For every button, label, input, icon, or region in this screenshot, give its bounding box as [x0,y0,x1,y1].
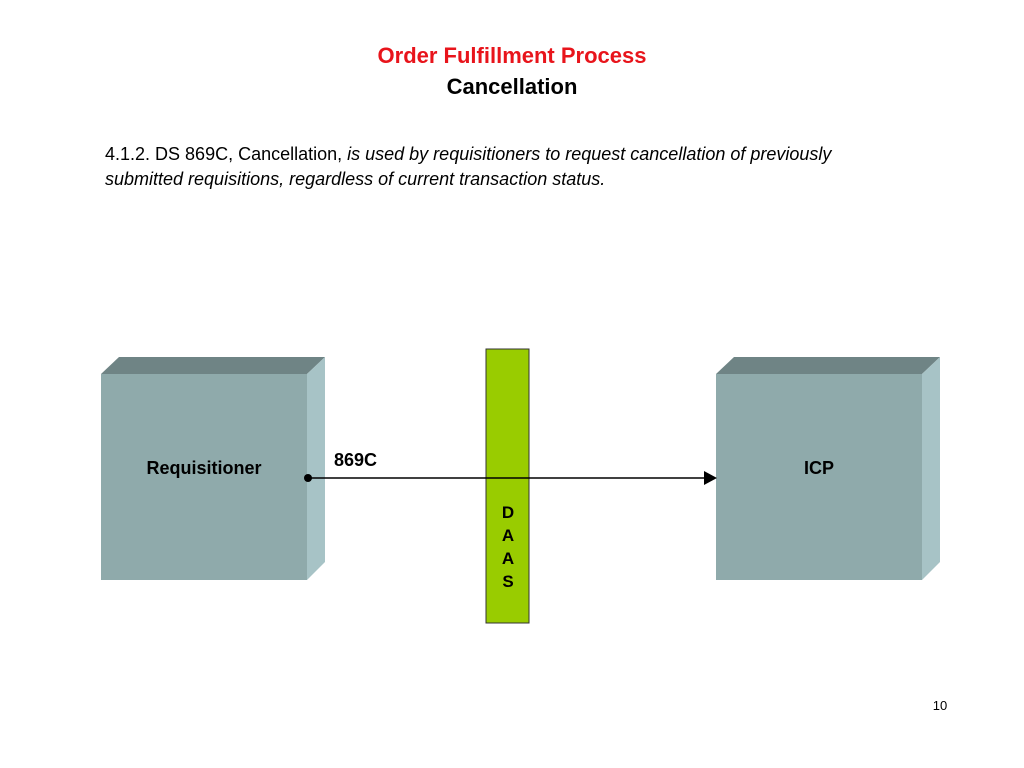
description-body: is used by requisitioners to request can… [105,144,832,189]
icp-box [716,357,940,580]
requisitioner-box-side [307,357,325,580]
description-lead: 4.1.2. DS 869C, Cancellation, [105,144,348,164]
connector-arrowhead [704,471,717,485]
requisitioner-box-front [101,374,307,580]
daas-letter-a2: A [501,549,515,568]
daas-letter-s: S [502,572,514,591]
slide-subtitle: Cancellation [446,74,578,99]
page-number: 10 [932,698,948,713]
requisitioner-label: Requisitioner [146,458,262,478]
icp-box-side [922,357,940,580]
message-869c-label: 869C [334,450,378,470]
daas-letter-a1: A [501,526,515,545]
daas-gateway-bar [485,348,530,624]
requisitioner-box-top [101,357,325,374]
description-text: 4.1.2. DS 869C, Cancellation, is used by… [105,142,885,192]
icp-box-front [716,374,922,580]
requisitioner-box [101,357,325,580]
slide-title: Order Fulfillment Process [377,43,647,68]
icp-label: ICP [803,458,834,478]
daas-letter-d: D [501,503,515,522]
icp-box-top [716,357,940,374]
